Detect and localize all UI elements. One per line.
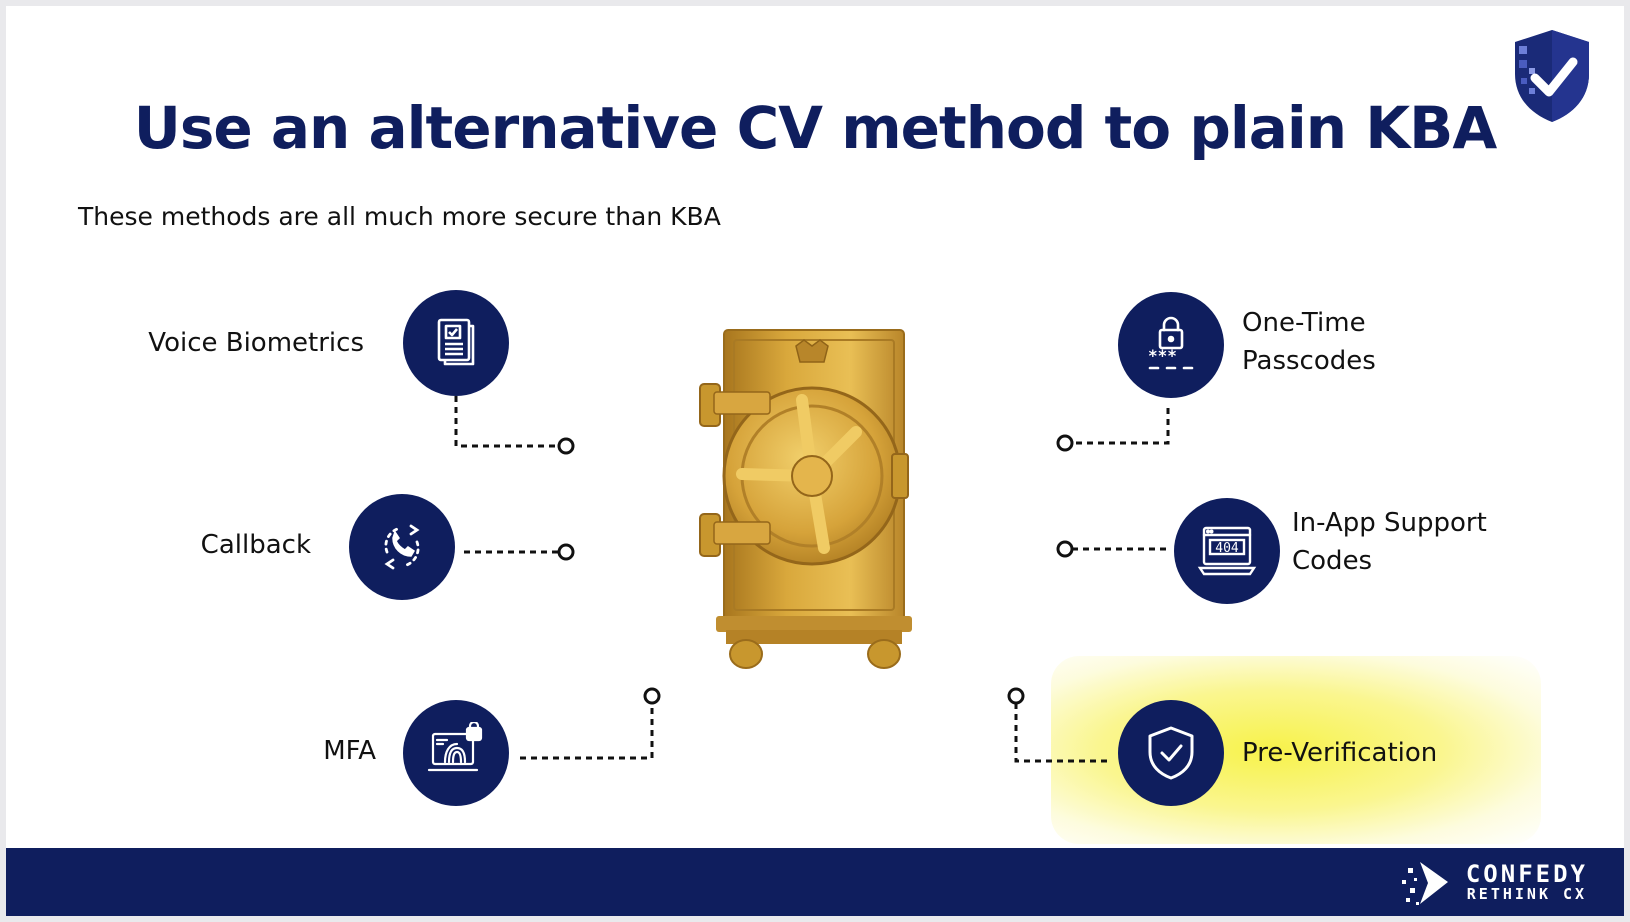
in-app-support-codes-line2: Codes [1292, 546, 1373, 576]
pre-verification-badge [1118, 700, 1224, 806]
callback-badge [349, 494, 455, 600]
confedy-brand: CONFEDY RETHINK CX [1398, 858, 1588, 910]
in-app-support-codes-label: In-App Support Codes [1292, 504, 1487, 580]
confedy-logo-icon [1401, 862, 1448, 905]
laptop-code-icon: 404 [1197, 526, 1257, 576]
in-app-support-codes-line1: In-App Support [1292, 508, 1487, 538]
svg-text:***: *** [1148, 346, 1177, 365]
one-time-passcodes-line1: One-Time [1242, 308, 1366, 338]
brand-text: CONFEDY RETHINK CX [1465, 860, 1588, 904]
one-time-passcodes-line2: Passcodes [1242, 346, 1376, 376]
lock-password-icon: *** [1148, 316, 1194, 370]
shield-check-logo-icon [1515, 30, 1589, 122]
in-app-screen-code: 404 [1215, 541, 1239, 556]
mfa-label: MFA [323, 736, 376, 766]
callback-label: Callback [200, 530, 311, 560]
footer-bar: CONFEDY RETHINK CX [6, 848, 1624, 916]
brand-tagline: RETHINK CX [1466, 885, 1588, 903]
connector-lines [454, 396, 1170, 763]
slide-subtitle: These methods are all much more secure t… [78, 202, 721, 231]
one-time-passcodes-label: One-Time Passcodes [1242, 304, 1376, 380]
voice-biometrics-badge [403, 290, 509, 396]
mfa-badge [403, 700, 509, 806]
gold-vault-safe-image [699, 329, 912, 669]
in-app-support-codes-badge: 404 [1174, 498, 1280, 604]
shield-check-icon [1148, 726, 1194, 780]
slide: Use an alternative CV method to plain KB… [6, 6, 1624, 916]
pre-verification-label: Pre-Verification [1242, 738, 1438, 768]
phone-callback-icon [384, 524, 420, 570]
voice-biometrics-label: Voice Biometrics [148, 328, 364, 358]
brand-name: CONFEDY [1465, 860, 1588, 888]
fingerprint-laptop-icon [427, 722, 483, 772]
slide-title: Use an alternative CV method to plain KB… [133, 94, 1498, 162]
document-check-icon [437, 318, 475, 366]
one-time-passcodes-badge: *** [1118, 292, 1224, 398]
